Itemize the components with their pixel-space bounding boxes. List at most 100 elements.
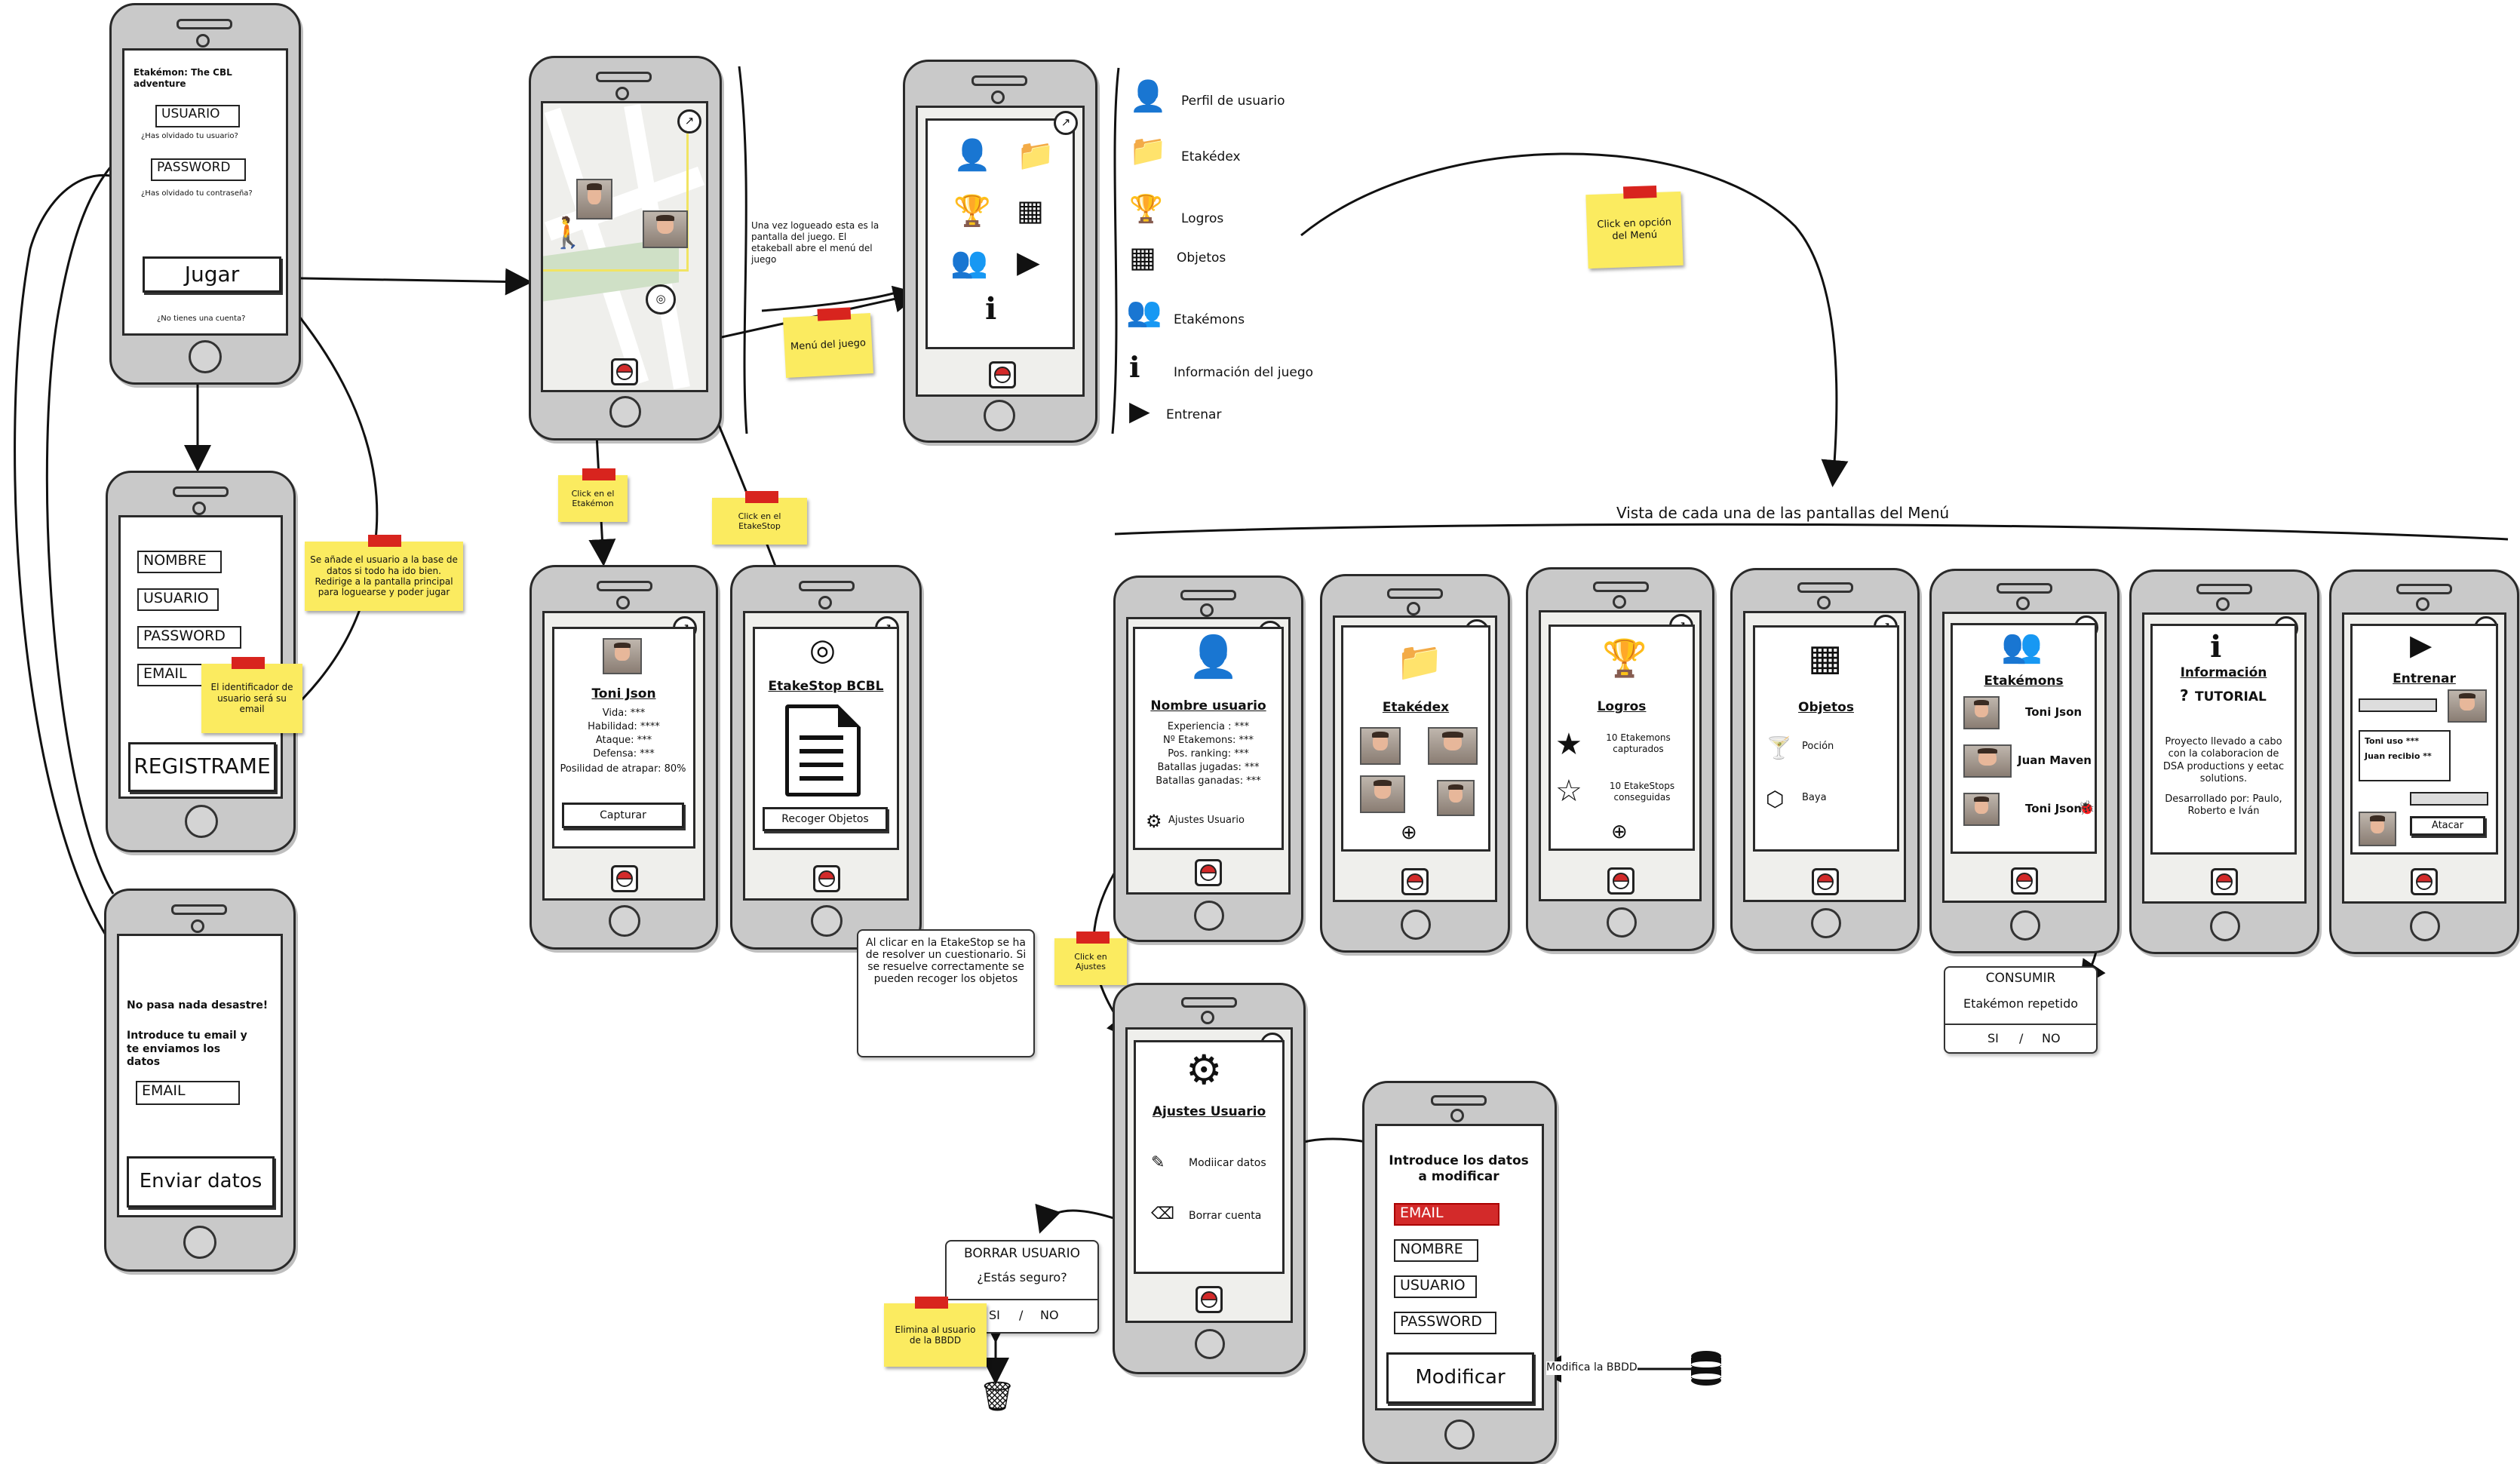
- menu-trophy-icon[interactable]: 🏆: [953, 194, 991, 229]
- recover-email-field[interactable]: EMAIL: [136, 1081, 240, 1105]
- collect-objects-button[interactable]: Recoger Objetos: [763, 807, 888, 831]
- phone-register: NOMBRE USUARIO PASSWORD EMAIL REGISTRAME: [106, 471, 296, 852]
- modify-nombre-field[interactable]: NOMBRE: [1394, 1239, 1478, 1262]
- note-click-etakemon: Click en el Etakémon: [558, 468, 628, 522]
- etakestop-icon[interactable]: ◎: [646, 284, 676, 315]
- profile-stat: Experiencia : ***: [1167, 721, 1250, 732]
- register-nombre-field[interactable]: NOMBRE: [137, 551, 222, 573]
- note-click-etakestop: Click en el EtakeStop: [712, 491, 807, 545]
- potion-icon[interactable]: 🍸: [1766, 735, 1792, 760]
- add-icon[interactable]: ⊕: [1401, 821, 1417, 844]
- profile-username: Nombre usuario: [1150, 698, 1266, 714]
- delete-no-button[interactable]: NO: [1040, 1308, 1059, 1322]
- user-icon: 👤: [1129, 79, 1167, 114]
- star-icon: ★: [1555, 727, 1582, 762]
- profile-stat: Nº Etakemons: ***: [1163, 735, 1254, 746]
- username-field[interactable]: USUARIO: [155, 105, 240, 127]
- etakeball-button[interactable]: [2211, 868, 2238, 895]
- etakemon-list-name[interactable]: Toni Json: [2025, 705, 2083, 719]
- no-account-link[interactable]: ¿No tienes una cuenta?: [157, 315, 246, 323]
- etakemon-thumbnail[interactable]: [1963, 793, 2000, 826]
- phone-modificar: Introduce los datos a modificar EMAIL NO…: [1362, 1081, 1557, 1464]
- berry-icon[interactable]: ⬡: [1766, 787, 1785, 812]
- menu-play-icon[interactable]: ▶: [1017, 245, 1040, 280]
- attack-button[interactable]: Atacar: [2410, 816, 2485, 836]
- modify-usuario-field[interactable]: USUARIO: [1394, 1275, 1477, 1298]
- informacion-screen: ↗ ℹ Información ? TUTORIAL Proyecto llev…: [2142, 612, 2307, 904]
- legend-label: Entrenar: [1166, 407, 1222, 422]
- etakestop-info-bubble: Al clicar en la EtakeStop se ha de resol…: [857, 929, 1035, 1057]
- send-data-button[interactable]: Enviar datos: [127, 1156, 275, 1208]
- etakemon-thumbnail[interactable]: [1428, 727, 1478, 765]
- forgot-password-link[interactable]: ¿Has olvidado tu contraseña?: [141, 189, 253, 198]
- developers-text: Desarrollado por: Paulo, Roberto e Iván: [2165, 793, 2282, 818]
- delete-title: BORRAR USUARIO: [963, 1246, 1081, 1261]
- etakemon-avatar[interactable]: [576, 179, 612, 219]
- bug-icon[interactable]: 🐞: [2078, 800, 2095, 816]
- note-email-id: El identificador de usuario será su emai…: [201, 657, 302, 733]
- group-icon: 👥: [1126, 295, 1162, 328]
- compass-icon[interactable]: ↗: [1054, 111, 1078, 135]
- delete-account-link[interactable]: Borrar cuenta: [1189, 1210, 1262, 1222]
- entrenar-screen: ↗ ▶ Entrenar Toni uso *** Juan recibio *…: [2342, 612, 2506, 904]
- help-icon[interactable]: ?: [2180, 686, 2189, 704]
- password-field[interactable]: PASSWORD: [151, 158, 246, 181]
- register-email-field[interactable]: EMAIL: [137, 664, 207, 686]
- register-usuario-field[interactable]: USUARIO: [137, 588, 219, 611]
- register-button[interactable]: REGISTRAME: [128, 742, 276, 792]
- profile-stat: Pos. ranking: ***: [1168, 748, 1249, 760]
- etakeball-button[interactable]: [1607, 867, 1634, 895]
- menu-grid-icon[interactable]: ▦: [1017, 194, 1044, 227]
- etakeball-button[interactable]: [611, 865, 638, 892]
- modify-button[interactable]: Modificar: [1386, 1352, 1534, 1404]
- etakeball-button[interactable]: [989, 361, 1016, 388]
- etakemon-thumbnail[interactable]: [1963, 696, 2000, 729]
- modify-email-field[interactable]: EMAIL: [1394, 1203, 1499, 1226]
- forgot-username-link[interactable]: ¿Has olvidado tu usuario?: [141, 132, 238, 140]
- etakemons-card: 👥 Etakémons Toni Json Juan Maven Toni Js…: [1951, 623, 2097, 854]
- stat-line: Vida: ***: [602, 707, 646, 719]
- etakemon-list-name[interactable]: Juan Maven: [2018, 753, 2092, 767]
- modify-password-field[interactable]: PASSWORD: [1394, 1312, 1496, 1334]
- etakeball-button[interactable]: [1812, 868, 1839, 895]
- compass-icon[interactable]: ↗: [677, 109, 701, 134]
- add-icon[interactable]: ⊕: [1611, 821, 1628, 843]
- tutorial-link[interactable]: TUTORIAL: [2195, 689, 2267, 704]
- eraser-icon[interactable]: ⌫: [1151, 1205, 1175, 1223]
- etakeball-button[interactable]: [2411, 868, 2438, 895]
- trophy-icon: 🏆: [1602, 637, 1647, 680]
- note-text: El identificador de usuario será su emai…: [210, 682, 293, 715]
- etakeball-button[interactable]: [1401, 868, 1429, 895]
- etakeball-button[interactable]: [2011, 867, 2038, 895]
- delete-yes-button[interactable]: SI: [989, 1308, 1000, 1322]
- capture-button[interactable]: Capturar: [562, 803, 684, 828]
- etakeball-button[interactable]: [1195, 859, 1222, 886]
- modify-data-link[interactable]: Modiicar datos: [1189, 1157, 1266, 1169]
- menu-user-icon[interactable]: 👤: [953, 138, 991, 173]
- etakemon-thumbnail[interactable]: [1360, 775, 1405, 813]
- play-button[interactable]: Jugar: [143, 256, 281, 293]
- gear-icon[interactable]: ⚙: [1146, 811, 1162, 832]
- grid-icon: ▦: [1808, 637, 1843, 679]
- etakeball-button[interactable]: [1196, 1286, 1223, 1313]
- etakeball-button[interactable]: [813, 865, 840, 892]
- register-password-field[interactable]: PASSWORD: [137, 626, 241, 649]
- phone-recover: No pasa nada desastre! Introduce tu emai…: [104, 889, 296, 1272]
- stat-line: Defensa: ***: [593, 748, 655, 760]
- settings-link[interactable]: Ajustes Usuario: [1168, 815, 1245, 826]
- menu-info-icon[interactable]: ℹ: [985, 292, 997, 327]
- etakeball-menu-button[interactable]: [611, 358, 638, 385]
- consumir-yes-button[interactable]: SI: [1987, 1031, 1999, 1045]
- phone-etakemons: ↗ 👥 Etakémons Toni Json Juan Maven Toni …: [1929, 569, 2119, 953]
- etakemon-avatar: [603, 638, 642, 674]
- menu-folder-icon[interactable]: 📁: [1017, 138, 1054, 173]
- etakemon-thumbnail[interactable]: [1437, 780, 1475, 816]
- etakemon-list-name[interactable]: Toni Json: [2025, 802, 2083, 815]
- consumir-dialog: CONSUMIR Etakémon repetido SI / NO: [1944, 966, 2098, 1054]
- etakemon-thumbnail[interactable]: [1360, 727, 1401, 765]
- profile-stat: Batallas ganadas: ***: [1156, 775, 1261, 787]
- menu-group-icon[interactable]: 👥: [950, 245, 988, 280]
- etakemon-thumbnail[interactable]: [1963, 744, 2012, 778]
- edit-icon[interactable]: ✎: [1151, 1153, 1165, 1172]
- consumir-no-button[interactable]: NO: [2042, 1031, 2061, 1045]
